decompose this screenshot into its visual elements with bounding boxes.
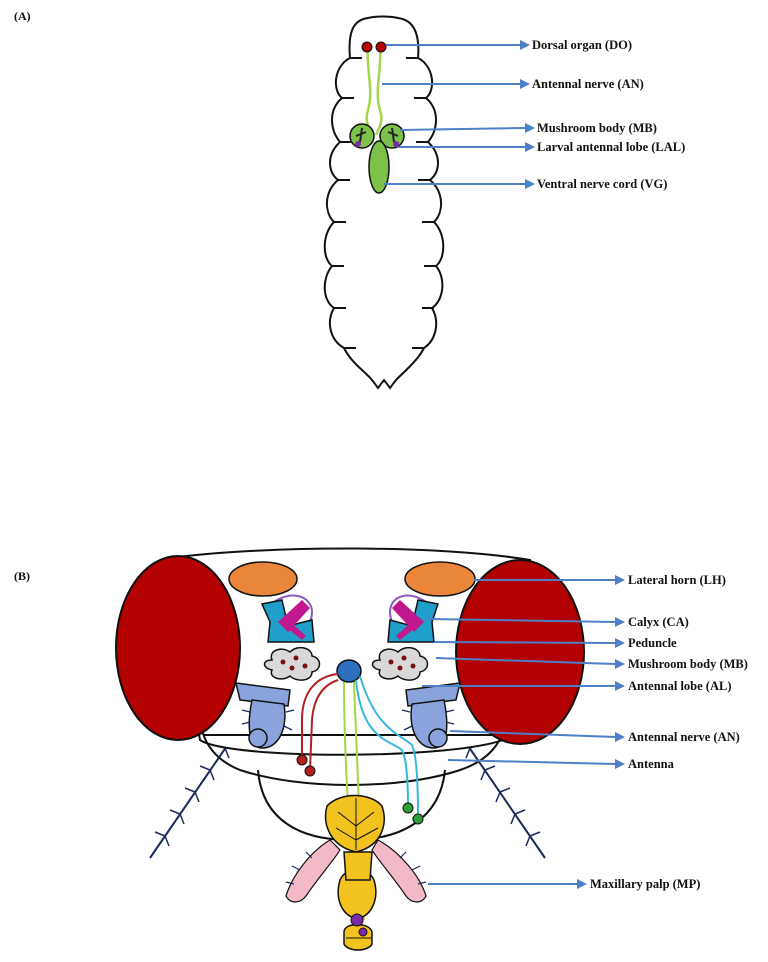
- larva-brain-lobe: [350, 124, 374, 148]
- callout-antennal-nerve-adult: Antennal nerve (AN): [628, 730, 740, 744]
- compound-eye-right: [456, 560, 584, 744]
- subesophageal-node: [337, 660, 361, 682]
- callout-dorsal-organ: Dorsal organ (DO): [532, 38, 632, 52]
- panel-b-label: (B): [14, 569, 30, 583]
- palp-bristle-right: [372, 840, 426, 902]
- larva-segment-marks: [332, 58, 436, 348]
- dorsal-organ: [362, 42, 372, 52]
- callout-calyx: Calyx (CA): [628, 615, 689, 629]
- maxillary-palp-neck: [344, 852, 372, 880]
- neuron-green: [413, 814, 423, 824]
- glomerulus: [398, 666, 403, 671]
- callout-lateral-horn: Lateral horn (LH): [628, 573, 726, 587]
- glomerulus: [389, 660, 394, 665]
- maxillary-palp-tip: [344, 925, 372, 951]
- antenna-joint-left: [249, 729, 267, 747]
- palp-sensillum: [351, 914, 363, 926]
- callout-peduncle: Peduncle: [628, 636, 677, 650]
- antenna-joint-right: [429, 729, 447, 747]
- larva-illustration: [325, 17, 444, 389]
- adult-head-illustration: [116, 548, 584, 950]
- larva-body-outline: [325, 17, 444, 389]
- glomerulus: [294, 656, 299, 661]
- larval-antennal-lobe: [355, 141, 361, 147]
- callout-maxillary-palp: Maxillary palp (MP): [590, 877, 700, 891]
- dorsal-organ: [376, 42, 386, 52]
- compound-eye-left: [116, 556, 240, 740]
- ventral-nerve-cord: [369, 141, 389, 193]
- larva-callouts: Dorsal organ (DO) Antennal nerve (AN) Mu…: [382, 38, 685, 191]
- callout-mushroom-body: Mushroom body (MB): [537, 121, 657, 135]
- lateral-horn-right: [405, 562, 475, 596]
- callout-antenna: Antenna: [628, 757, 675, 771]
- glomerulus: [402, 656, 407, 661]
- lateral-horn-left: [229, 562, 297, 596]
- neuron-red: [305, 766, 315, 776]
- callout-mushroom-body-adult: Mushroom body (MB): [628, 657, 748, 671]
- larva-antennal-nerve: [376, 48, 381, 135]
- neuron-red: [297, 755, 307, 765]
- neuron-green: [403, 803, 413, 813]
- glomerulus: [290, 666, 295, 671]
- glomerulus: [303, 664, 308, 669]
- antennal-lobe-left: [265, 648, 320, 680]
- glomerulus: [411, 664, 416, 669]
- callout-antennal-nerve: Antennal nerve (AN): [532, 77, 644, 91]
- larva-antennal-nerve: [367, 48, 372, 135]
- glomerulus: [281, 660, 286, 665]
- callout-ventral-nerve-cord: Ventral nerve cord (VG): [537, 177, 667, 191]
- antennal-lobe-right: [373, 648, 428, 680]
- callout-antennal-lobe: Antennal lobe (AL): [628, 679, 731, 693]
- callout-larval-antennal-lobe: Larval antennal lobe (LAL): [537, 140, 685, 154]
- palp-sensillum: [359, 928, 367, 936]
- palp-bristle-left: [286, 840, 340, 902]
- panel-a-label: (A): [14, 9, 31, 23]
